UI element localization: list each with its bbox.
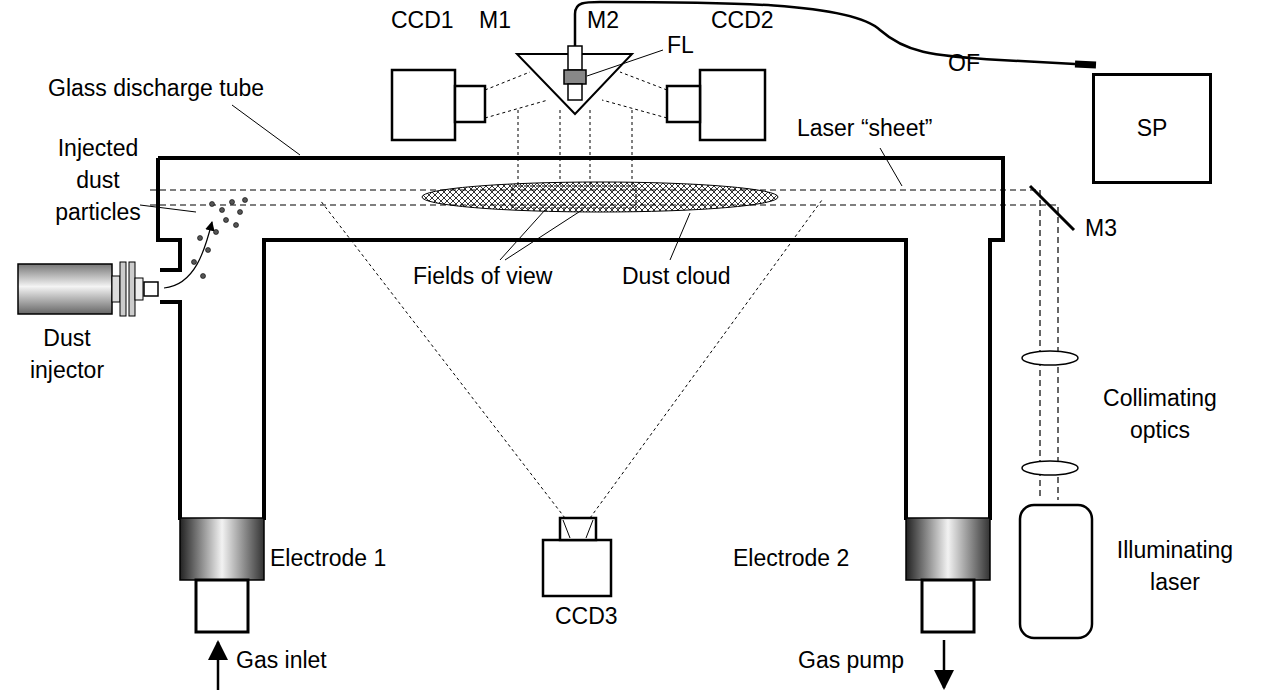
dust-particle xyxy=(198,236,203,241)
fiber-connector xyxy=(1075,64,1096,65)
camera-body xyxy=(700,70,765,140)
part-label: FL xyxy=(667,32,694,58)
injector-flange xyxy=(129,262,135,316)
injector-neck xyxy=(112,276,120,302)
node-label: SP xyxy=(1137,115,1168,141)
electrode-port xyxy=(196,580,248,632)
electrode-symbol xyxy=(180,518,264,580)
leader-line xyxy=(140,205,196,212)
injector-body xyxy=(18,264,112,314)
fov-line xyxy=(602,72,667,118)
dust-particle xyxy=(210,202,215,207)
leader-line xyxy=(670,213,690,260)
dust-cloud-shape xyxy=(422,182,778,212)
electrode-symbol xyxy=(906,518,990,580)
part-label: Fields of view xyxy=(413,263,552,289)
part-label: M2 xyxy=(587,7,619,33)
part-label: Gas pump xyxy=(798,647,904,673)
dust-particle xyxy=(214,230,219,235)
part-label: M1 xyxy=(479,7,511,33)
part-label: CCD3 xyxy=(555,603,618,629)
discharge-tube xyxy=(158,158,1003,520)
dust-particle xyxy=(243,198,248,203)
laser-body xyxy=(1020,505,1092,638)
dust-particles xyxy=(192,198,248,279)
dust-particle xyxy=(238,210,243,215)
fov-line xyxy=(518,110,632,186)
part-label: Glass discharge tube xyxy=(48,75,264,101)
dust-particle xyxy=(224,218,229,223)
injector-nozzle xyxy=(144,282,158,296)
fov-rect xyxy=(512,186,636,208)
leader-line xyxy=(232,105,300,155)
dust-particle xyxy=(192,260,197,265)
injector-neck xyxy=(135,278,143,300)
laser-sheet xyxy=(150,190,1058,500)
fiber-lens xyxy=(568,84,582,100)
dust-particle xyxy=(230,200,235,205)
lens xyxy=(1022,351,1078,365)
leader-line xyxy=(587,50,663,76)
part-label: Dust injector xyxy=(17,322,117,386)
electrode-port xyxy=(922,580,974,632)
camera-lens xyxy=(667,86,700,122)
camera-body xyxy=(392,70,455,140)
gas-arrow xyxy=(217,642,220,690)
part-label: Gas inlet xyxy=(236,647,327,673)
part-label: OF xyxy=(948,50,980,76)
spectrometer-box: SP xyxy=(1092,73,1212,184)
part-label: Dust cloud xyxy=(622,263,731,289)
injector-flange xyxy=(120,262,126,316)
part-label: Illuminating laser xyxy=(1100,534,1250,598)
dust-path-arrow xyxy=(164,222,212,288)
part-label: Injected dust particles xyxy=(48,132,148,229)
part-label: Electrode 2 xyxy=(733,545,849,571)
part-label: Laser “sheet” xyxy=(797,115,933,141)
fov-line xyxy=(320,200,822,518)
leader-line xyxy=(500,210,545,260)
fiber-lens xyxy=(568,46,582,70)
lens-detail xyxy=(563,520,593,538)
leader-line xyxy=(880,148,902,186)
dust-particle xyxy=(206,248,211,253)
part-label: Electrode 1 xyxy=(270,545,386,571)
fov-line xyxy=(485,72,548,118)
lens xyxy=(1022,461,1078,475)
dust-particle xyxy=(234,223,239,228)
part-label: CCD1 xyxy=(391,7,454,33)
leader-line xyxy=(505,210,582,260)
gas-arrow xyxy=(943,640,946,688)
dust-particle xyxy=(220,208,225,213)
fiber-lens-knurl xyxy=(564,70,586,84)
part-label: M3 xyxy=(1085,215,1117,241)
part-label: Collimating optics xyxy=(1085,382,1235,446)
camera-lens xyxy=(455,86,485,122)
camera-body xyxy=(543,540,611,596)
laser-beam-line xyxy=(150,205,1058,500)
part-label: CCD2 xyxy=(711,7,774,33)
dust-particle xyxy=(201,274,206,279)
camera-lens xyxy=(560,518,596,540)
mirror-m3 xyxy=(1030,186,1074,230)
